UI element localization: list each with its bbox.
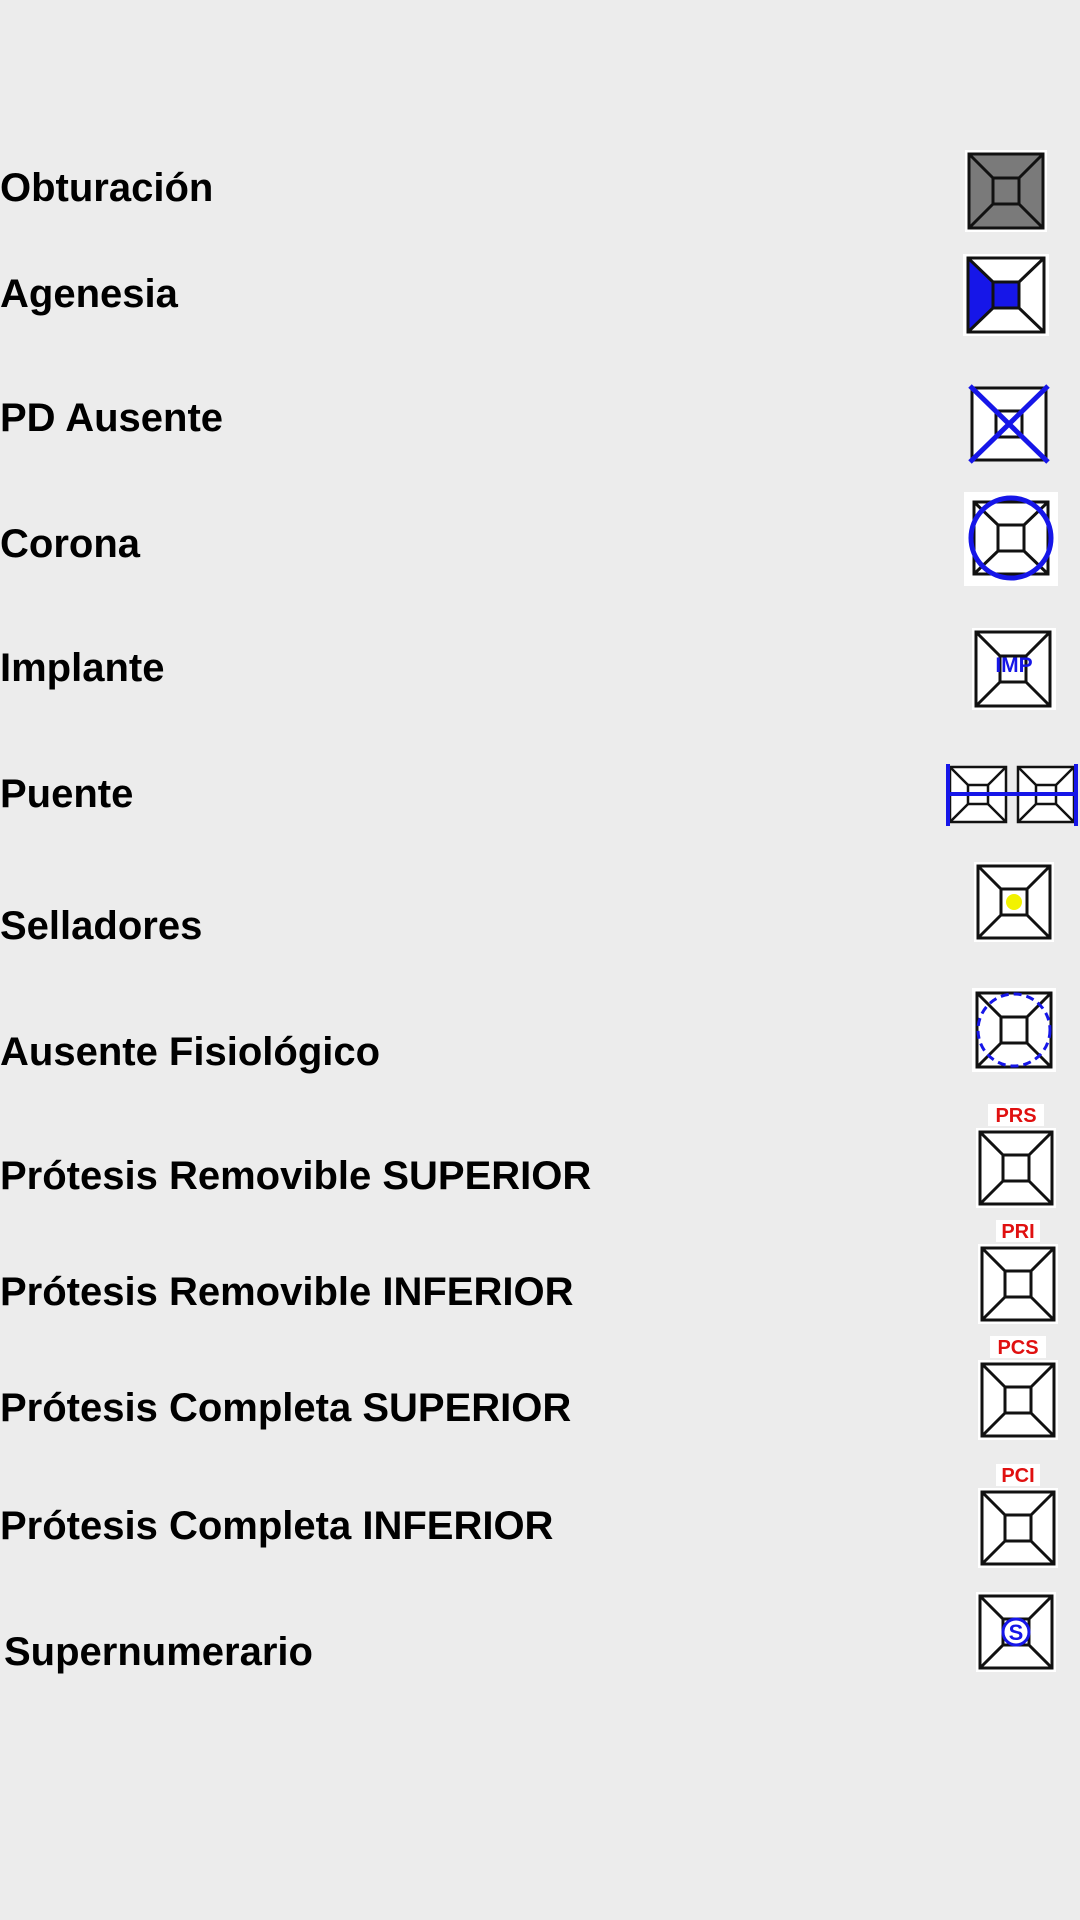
tooth-supernumerary-s-icon[interactable]: S xyxy=(976,1592,1056,1672)
legend-label[interactable]: PD Ausente xyxy=(0,396,224,440)
tooth-filled-gray-icon[interactable] xyxy=(965,150,1047,232)
legend-label[interactable]: Implante xyxy=(0,646,165,690)
tooth-dashed-circle-icon[interactable] xyxy=(972,988,1056,1072)
tooth-prosthesis-pcs-icon[interactable]: PCS xyxy=(978,1336,1058,1440)
tooth-prosthesis-prs-icon[interactable]: PRS xyxy=(976,1104,1056,1208)
legend-label[interactable]: Obturación xyxy=(0,166,214,210)
icon-text: IMP xyxy=(995,654,1032,677)
tooth-prosthesis-pci-icon[interactable]: PCI xyxy=(978,1464,1058,1568)
icon-text: PRS xyxy=(995,1105,1036,1127)
legend-label[interactable]: Prótesis Removible INFERIOR xyxy=(0,1270,574,1314)
legend-label[interactable]: Corona xyxy=(0,522,140,566)
tooth-bridge-icon[interactable] xyxy=(946,764,1078,826)
legend-label[interactable]: Selladores xyxy=(0,904,203,948)
tooth-implant-imp-icon[interactable]: IMP xyxy=(972,628,1056,710)
legend-label[interactable]: Prótesis Removible SUPERIOR xyxy=(0,1154,592,1198)
legend-label[interactable]: Puente xyxy=(0,772,134,816)
icon-text: PRI xyxy=(1001,1221,1034,1243)
tooth-prosthesis-pri-icon[interactable]: PRI xyxy=(978,1220,1058,1324)
icon-text: PCS xyxy=(997,1337,1038,1359)
icon-text: S xyxy=(1009,1620,1024,1645)
icon-text: PCI xyxy=(1001,1465,1034,1487)
tooth-agenesis-blue-icon[interactable] xyxy=(963,254,1049,336)
legend-label[interactable]: Prótesis Completa SUPERIOR xyxy=(0,1386,572,1430)
legend-label[interactable]: Ausente Fisiológico xyxy=(0,1030,381,1074)
legend-label[interactable]: Prótesis Completa INFERIOR xyxy=(0,1504,554,1548)
tooth-crossed-blue-icon[interactable] xyxy=(968,384,1050,464)
tooth-crown-circle-icon[interactable] xyxy=(964,492,1058,586)
legend-label[interactable]: Supernumerario xyxy=(4,1630,313,1674)
legend-label[interactable]: Agenesia xyxy=(0,272,178,316)
tooth-sealant-yellow-icon[interactable] xyxy=(974,862,1054,942)
